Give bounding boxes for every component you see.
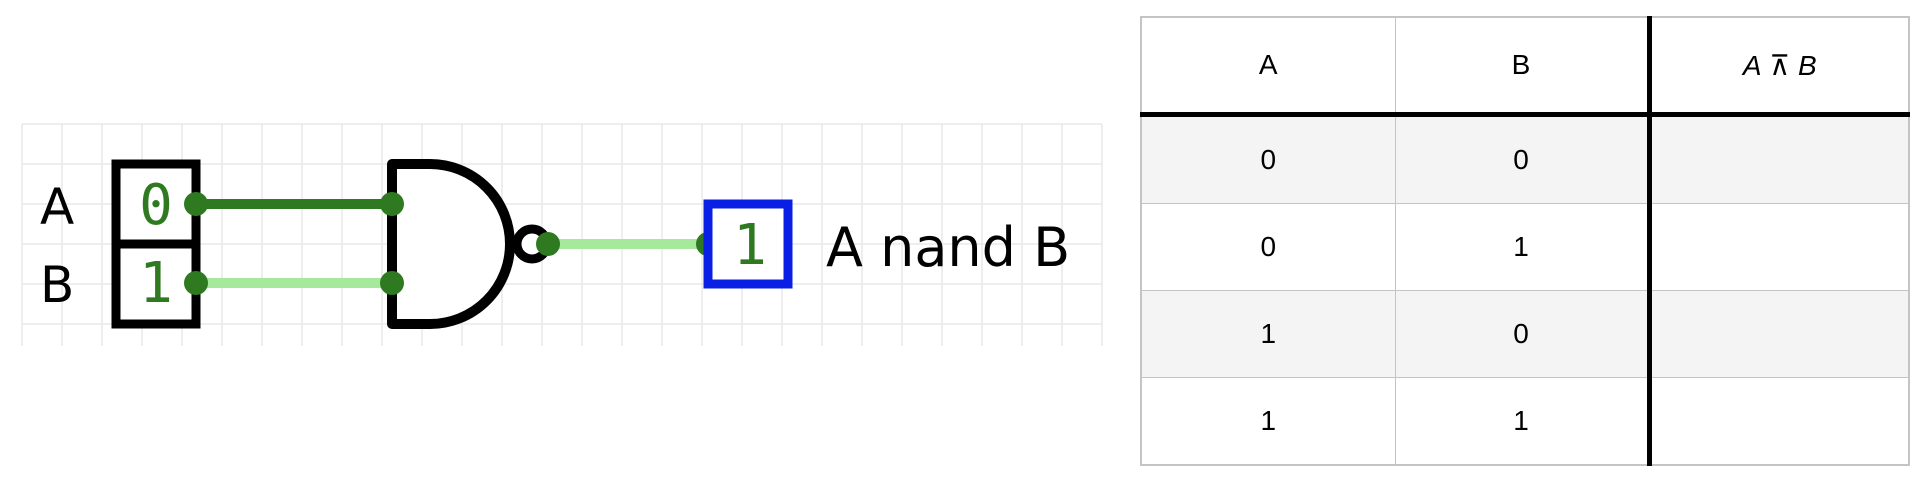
output-value: 1 [733,213,767,278]
node-dot [380,271,404,295]
truth-table-header-row: A B A⊼B [1140,16,1910,117]
table-row: 0 1 [1140,203,1910,291]
header-output-right: B [1798,49,1817,81]
node-dot [380,192,404,216]
input-a-label: A [40,178,74,236]
header-b: B [1394,16,1650,117]
cell-a: 1 [1140,377,1396,466]
header-output: A⊼B [1646,16,1910,117]
cell-b: 1 [1394,203,1650,291]
input-a-value: 0 [139,173,173,238]
nand-gate [387,159,552,329]
header-output-left: A [1742,49,1762,81]
input-b-toggle[interactable]: 1 [111,239,201,329]
nand-symbol: ⊼ [1769,49,1791,81]
node-dot [184,192,208,216]
cell-output[interactable] [1646,203,1910,291]
cell-output[interactable] [1646,290,1910,378]
cell-output[interactable] [1646,114,1910,204]
node-dot [536,232,560,256]
truth-table: A B A⊼B 0 0 0 1 1 0 1 1 [1140,16,1910,466]
cell-a: 1 [1140,290,1396,378]
output-label: A nand B [826,216,1070,279]
table-row: 0 0 [1140,114,1910,204]
circuit-canvas: A B 0 1 1 A nand B [21,123,1103,346]
table-row: 1 0 [1140,290,1910,378]
cell-a: 0 [1140,114,1396,204]
node-dot [184,271,208,295]
output-display: 1 [703,199,793,289]
header-a: A [1140,16,1396,117]
table-row: 1 1 [1140,377,1910,466]
input-a-toggle[interactable]: 0 [111,159,201,249]
cell-a: 0 [1140,203,1396,291]
cell-b: 1 [1394,377,1650,466]
input-b-value: 1 [139,251,173,316]
cell-output[interactable] [1646,377,1910,466]
cell-b: 0 [1394,114,1650,204]
input-b-label: B [40,256,74,314]
cell-b: 0 [1394,290,1650,378]
